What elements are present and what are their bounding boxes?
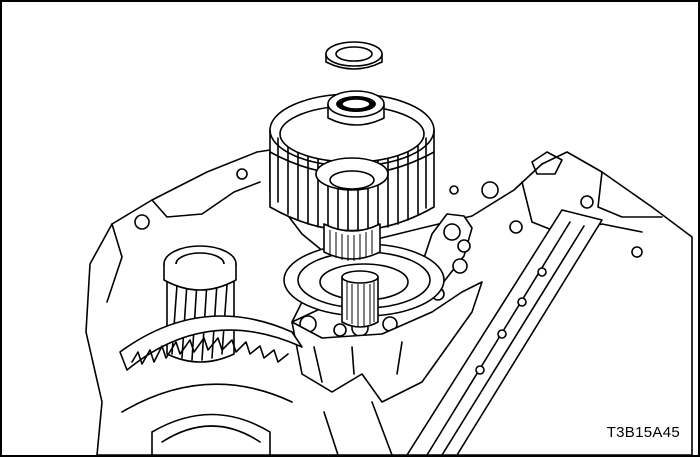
input-shaft (341, 270, 379, 328)
thrust-washer (325, 41, 383, 70)
differential-ring-gear (119, 315, 303, 455)
figure-reference-code: T3B15A45 (606, 424, 680, 441)
helical-gear-shaft (163, 245, 237, 363)
gasket-plate (406, 209, 603, 455)
thrust-bearing (327, 90, 385, 126)
